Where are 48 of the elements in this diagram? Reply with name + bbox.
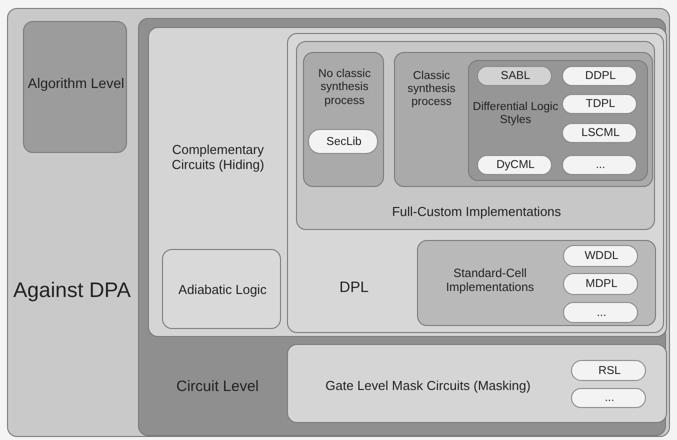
box-label: Complementary Circuits (Hiding) xyxy=(170,143,266,173)
label-pill xyxy=(562,123,637,143)
category-box xyxy=(468,60,648,181)
category-box xyxy=(287,33,664,333)
label-pill xyxy=(308,129,378,154)
box-label: Circuit Level xyxy=(176,378,259,396)
box-label: Gate Level Mask Circuits (Masking) xyxy=(325,378,531,394)
box-label: TDPL xyxy=(586,98,616,112)
box-label: DPL xyxy=(339,278,369,296)
box-label: Differential Logic Styles xyxy=(472,100,560,128)
box-label: Classic synthesis process xyxy=(406,70,456,110)
box-label: ... xyxy=(596,306,606,320)
box-label: ... xyxy=(596,159,606,173)
box-label: Full-Custom Implementations xyxy=(392,204,562,220)
box-label: Algorithm Level xyxy=(28,75,124,92)
box-label: Adiabatic Logic xyxy=(178,282,267,298)
label-pill xyxy=(562,94,637,114)
box-label: SecLib xyxy=(326,136,362,150)
category-box xyxy=(148,27,667,337)
box-label: RSL xyxy=(598,364,621,378)
category-box xyxy=(296,41,655,230)
box-label: SABL xyxy=(500,70,530,84)
box-label: No classic synthesis process xyxy=(317,68,372,108)
category-box xyxy=(7,8,670,437)
category-box xyxy=(162,249,281,329)
label-pill xyxy=(562,155,637,175)
category-box xyxy=(23,21,127,153)
label-pill xyxy=(563,245,638,267)
label-pill xyxy=(563,273,638,295)
category-box xyxy=(138,18,666,436)
label-pill xyxy=(477,155,552,175)
box-label: DDPL xyxy=(585,70,616,84)
box-label: DyCML xyxy=(496,159,535,173)
box-label: ... xyxy=(604,392,614,406)
label-pill xyxy=(477,66,552,86)
box-label: MDPL xyxy=(586,278,618,292)
box-label: Standard-Cell Implementations xyxy=(444,267,536,295)
label-pill xyxy=(571,360,646,381)
label-pill xyxy=(563,302,638,323)
category-box xyxy=(394,52,653,187)
category-box xyxy=(417,240,656,326)
label-pill xyxy=(571,388,646,408)
box-label: WDDL xyxy=(584,250,618,264)
category-box xyxy=(287,344,667,423)
label-pill xyxy=(562,66,637,86)
box-label: Against DPA xyxy=(13,278,131,304)
box-label: LSCML xyxy=(581,127,620,141)
category-box xyxy=(303,52,384,187)
